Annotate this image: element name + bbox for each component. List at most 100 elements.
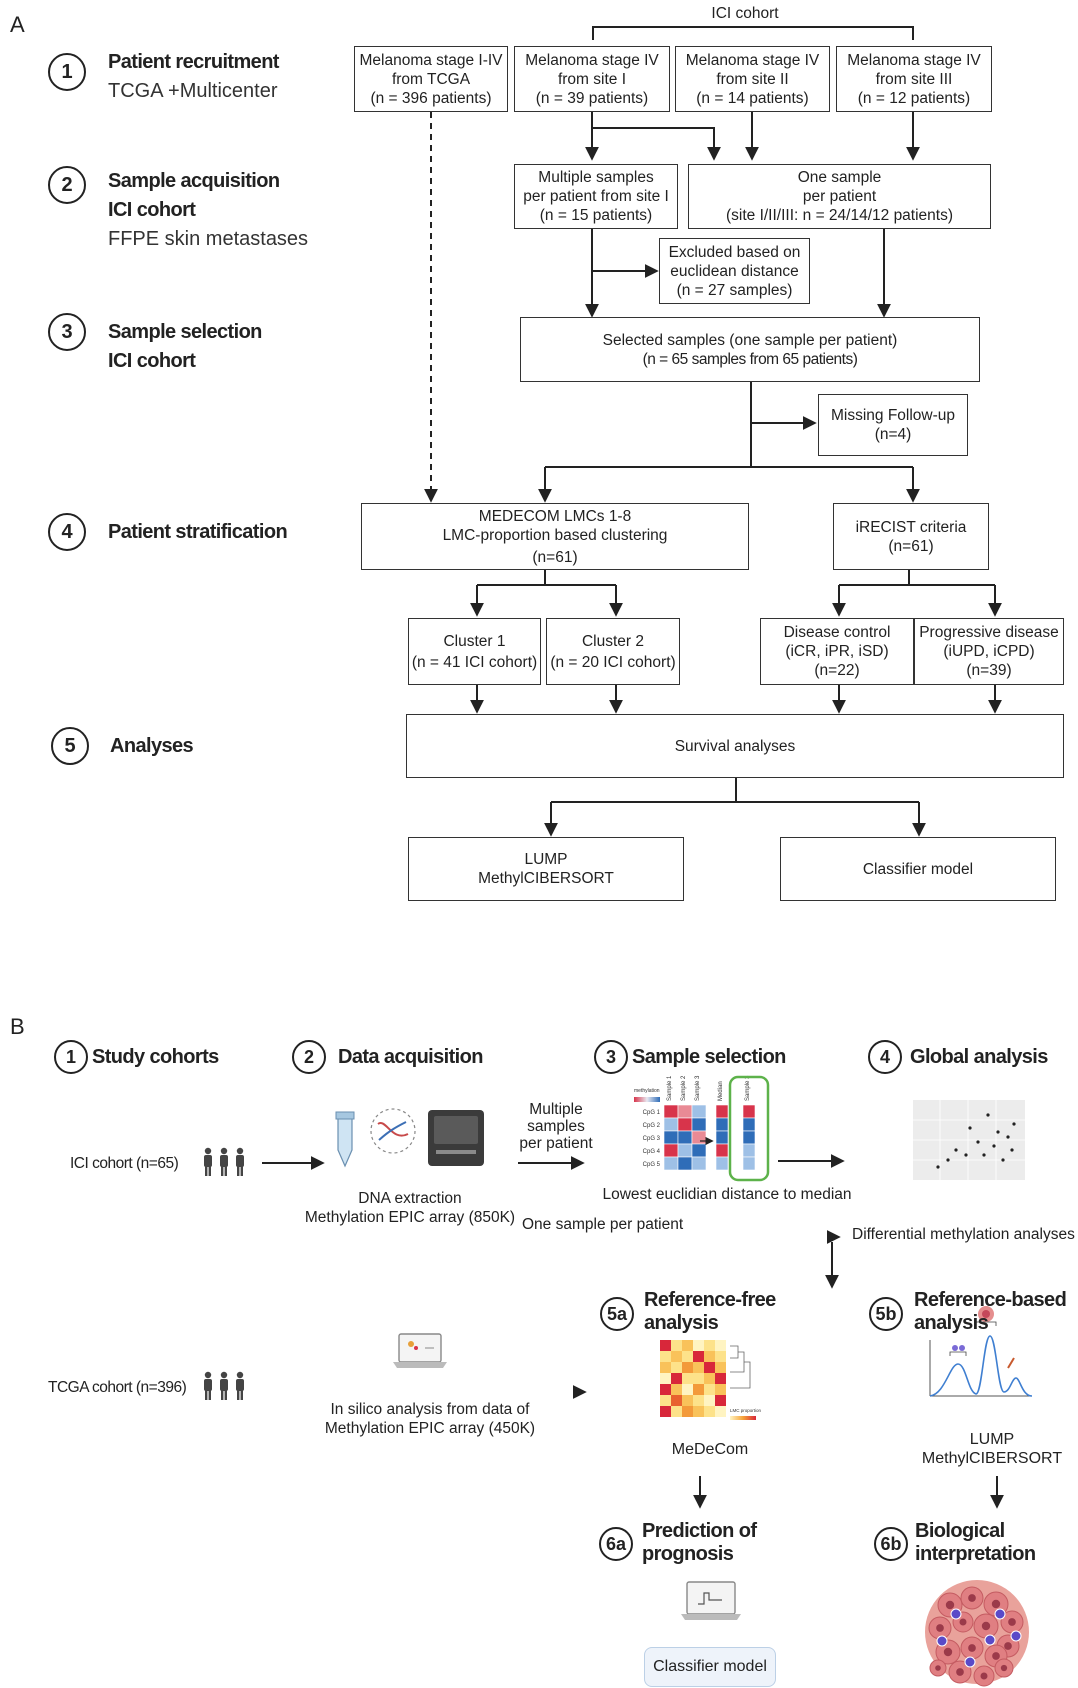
box-missing-followup: Missing Follow-up(n=4) (818, 394, 968, 456)
immune-cell (964, 1656, 976, 1668)
medecom-heatmap-cell (704, 1373, 715, 1384)
box-cluster-2: Cluster 2(n = 20 ICI cohort) (546, 618, 680, 685)
heatmap-row-label: CpG 3 (643, 1136, 661, 1142)
box-selected-samples: Selected samples (one sample per patient… (520, 317, 980, 382)
heatmap-median-cell (715, 1143, 729, 1158)
medecom-heatmap-cell (682, 1395, 693, 1406)
heatmap-cell (663, 1156, 679, 1171)
medecom-heatmap-cell (715, 1406, 726, 1417)
medecom-heatmap-cell (715, 1384, 726, 1395)
tissue-nucleus (991, 1599, 1001, 1609)
medecom-heatmap-cell (704, 1351, 715, 1362)
step-3-title2: ICI cohort (108, 350, 196, 372)
b-step-5a-title: Reference-free (644, 1289, 776, 1311)
heatmap-row-label: CpG 4 (643, 1149, 661, 1155)
immune-cell (994, 1608, 1006, 1620)
medecom-heatmap-cell (682, 1384, 693, 1395)
step-2-title: Sample acquisition (108, 170, 280, 192)
step-1-number: 1 (48, 53, 86, 91)
heatmap-median-cell (715, 1117, 729, 1132)
medecom-heatmap-cell (682, 1373, 693, 1384)
lmc-legend-label: LMC proportion (730, 1408, 762, 1413)
tissue-nucleus (956, 1668, 964, 1676)
heatmap-cell (691, 1117, 707, 1132)
medecom-heatmap-cell (693, 1351, 704, 1362)
heatmap-median-cell (715, 1104, 729, 1119)
medecom-heatmap-cell (693, 1395, 704, 1406)
tissue-nucleus (981, 1621, 991, 1631)
medecom-heatmap-cell (693, 1406, 704, 1417)
medecom-heatmap-cell (715, 1351, 726, 1362)
medecom-heatmap-cell (704, 1406, 715, 1417)
heatmap-cell (663, 1104, 679, 1119)
b-step-5b-title2: analysis (914, 1312, 989, 1334)
medecom-heatmap-cell (715, 1373, 726, 1384)
heatmap-median-cell (715, 1156, 729, 1171)
b-step-5a-number: 5a (600, 1297, 634, 1331)
b-step-6b-title: Biological (915, 1520, 1005, 1542)
b-step-6b-title2: interpretation (915, 1543, 1036, 1565)
medecom-heatmap-cell (715, 1340, 726, 1351)
medecom-heatmap-cell (693, 1373, 704, 1384)
box-disease-control: Disease control(iCR, iPR, iSD)(n=22) (760, 618, 914, 685)
medecom-heatmap-cell (715, 1395, 726, 1406)
medecom-heatmap-cell (682, 1362, 693, 1373)
medecom-heatmap-cell (671, 1340, 682, 1351)
b-step-3-number: 3 (594, 1040, 628, 1074)
step-5-number: 5 (51, 727, 89, 765)
lowest-distance-label: Lowest euclidian distance to median (602, 1186, 852, 1203)
tissue-nucleus (968, 1594, 976, 1602)
heatmap-col-label: Sample 1 (667, 1075, 673, 1101)
box-cluster-1: Cluster 1(n = 41 ICI cohort) (408, 618, 541, 685)
tissue-nucleus (936, 1624, 944, 1632)
heatmap-cell (691, 1156, 707, 1171)
heatmap-selected-cell (742, 1104, 756, 1119)
medecom-heatmap-cell (682, 1351, 693, 1362)
heatmap-col-label: Sample 3 (695, 1075, 701, 1101)
immune-cell (950, 1608, 962, 1620)
heatmap-row-label: CpG 5 (643, 1162, 661, 1168)
heatmap-cell (677, 1143, 693, 1158)
heatmap-col-label: Sample 2 (681, 1075, 687, 1101)
tissue-nucleus (943, 1647, 953, 1657)
tissue-nucleus (968, 1644, 976, 1652)
heatmap-cell (663, 1130, 679, 1145)
box-classifier-model: Classifier model (780, 837, 1056, 901)
b-step-5b-title: Reference-based (914, 1289, 1067, 1311)
tcga-cohort-count: TCGA cohort (n=396) (48, 1379, 187, 1396)
immune-cell (936, 1635, 948, 1647)
tissue-nucleus (1004, 1642, 1012, 1650)
medecom-heatmap-cell (704, 1395, 715, 1406)
panel-a-letter: A (10, 12, 25, 37)
box-progressive-disease: Progressive disease(iUPD, iCPD)(n=39) (914, 618, 1064, 685)
step-2-sub: FFPE skin metastases (108, 228, 309, 250)
heatmap-legend-label: methylation (634, 1088, 660, 1094)
b-step-3-title: Sample selection (632, 1046, 786, 1068)
box-irecist: iRECIST criteria(n=61) (833, 503, 989, 570)
heatmap-selected-cell (742, 1130, 756, 1145)
heatmap-cell (691, 1130, 707, 1145)
heatmap-cell (677, 1156, 693, 1171)
medecom-heatmap-cell (704, 1340, 715, 1351)
tissue-nucleus (1008, 1618, 1016, 1626)
medecom-heatmap-cell (660, 1384, 671, 1395)
step-1-title: Patient recruitment (108, 51, 279, 73)
b-step-2-number: 2 (292, 1040, 326, 1074)
tissue-nucleus (945, 1600, 955, 1610)
medecom-heatmap-cell (660, 1395, 671, 1406)
box-survival-analyses: Survival analyses (406, 714, 1064, 778)
medecom-heatmap-cell (671, 1373, 682, 1384)
heatmap-col-label: Sample 3 (745, 1075, 751, 1101)
heatmap-row-label: CpG 1 (643, 1110, 661, 1116)
b-step-5a-title2: analysis (644, 1312, 719, 1334)
b-step-6b-number: 6b (874, 1527, 908, 1561)
